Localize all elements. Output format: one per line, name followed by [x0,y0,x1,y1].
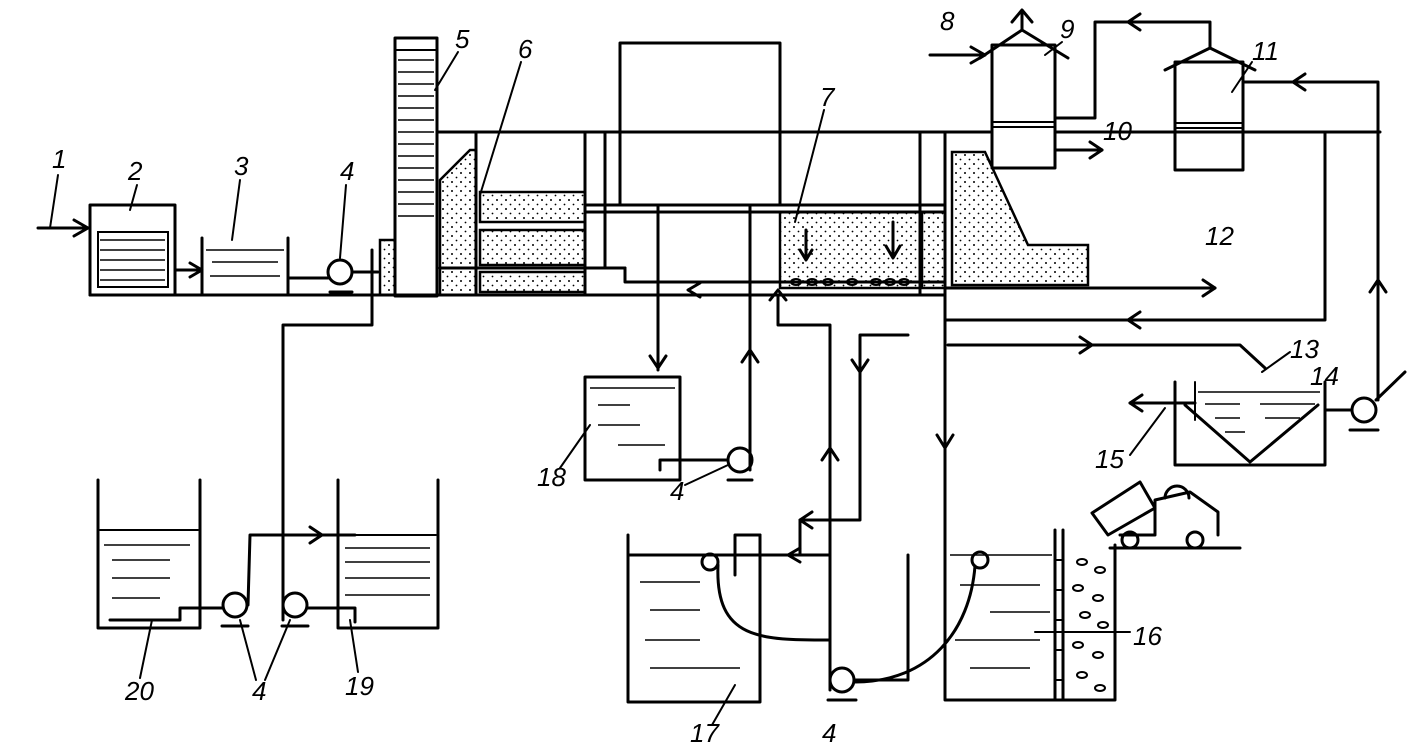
column-5 [378,36,439,298]
label-16: 16 [1133,621,1162,651]
pump-4-left1 [220,533,357,628]
outlet-10 [1053,140,1104,160]
tank-16 [943,528,1117,702]
tank-17 [626,533,832,704]
label-4-a: 4 [340,156,354,186]
tank-20 [96,478,224,630]
label-11: 11 [1252,36,1279,66]
tank-3 [200,236,290,297]
label-5: 5 [455,24,470,54]
label-17: 17 [690,718,720,748]
label-6: 6 [518,34,533,64]
unit-11 [1163,46,1257,172]
label-4-c: 4 [252,676,266,706]
label-19: 19 [345,671,374,701]
label-9: 9 [1060,14,1074,44]
label-20: 20 [124,676,154,706]
label-10: 10 [1103,116,1132,146]
tank-2 [88,203,177,297]
label-15: 15 [1095,444,1124,474]
tank-19 [336,478,440,630]
pipe-down-17 [776,293,832,692]
pump-4-right [1348,370,1407,432]
pipe-to-13-return [943,130,1327,322]
label-12: 12 [1205,221,1234,251]
inlet-line-1 [36,218,90,238]
dump-truck [1090,480,1242,550]
pipe-2-3 [173,261,204,279]
label-14: 14 [1310,361,1339,391]
label-8: 8 [940,6,955,36]
label-4-d: 4 [822,718,836,748]
unit-9 [978,8,1070,170]
pump-4-left2 [280,591,357,628]
main-vessel [435,41,992,297]
pipe-to-13 [946,343,1267,370]
pipe-to-11 [1241,72,1388,402]
pipe-loop [798,333,910,557]
outlet-12 [943,278,1217,298]
labels: 1 2 3 4 5 6 7 8 9 10 11 12 13 14 15 16 1… [49,6,1339,748]
pump-4-bottom [826,553,977,702]
label-4-b: 4 [670,476,684,506]
outlet-15 [1128,393,1197,413]
label-7: 7 [820,82,836,112]
tank-18 [583,203,760,482]
pump-4-a [326,258,354,294]
embankment [950,150,1090,287]
label-13: 13 [1290,334,1319,364]
label-3: 3 [234,151,249,181]
pipe-5-down [281,248,374,622]
label-2: 2 [127,156,143,186]
pipe-11-to-9 [1053,12,1212,120]
settler-14 [1173,380,1327,467]
label-1: 1 [52,144,66,174]
inlet-line-8 [928,45,987,65]
